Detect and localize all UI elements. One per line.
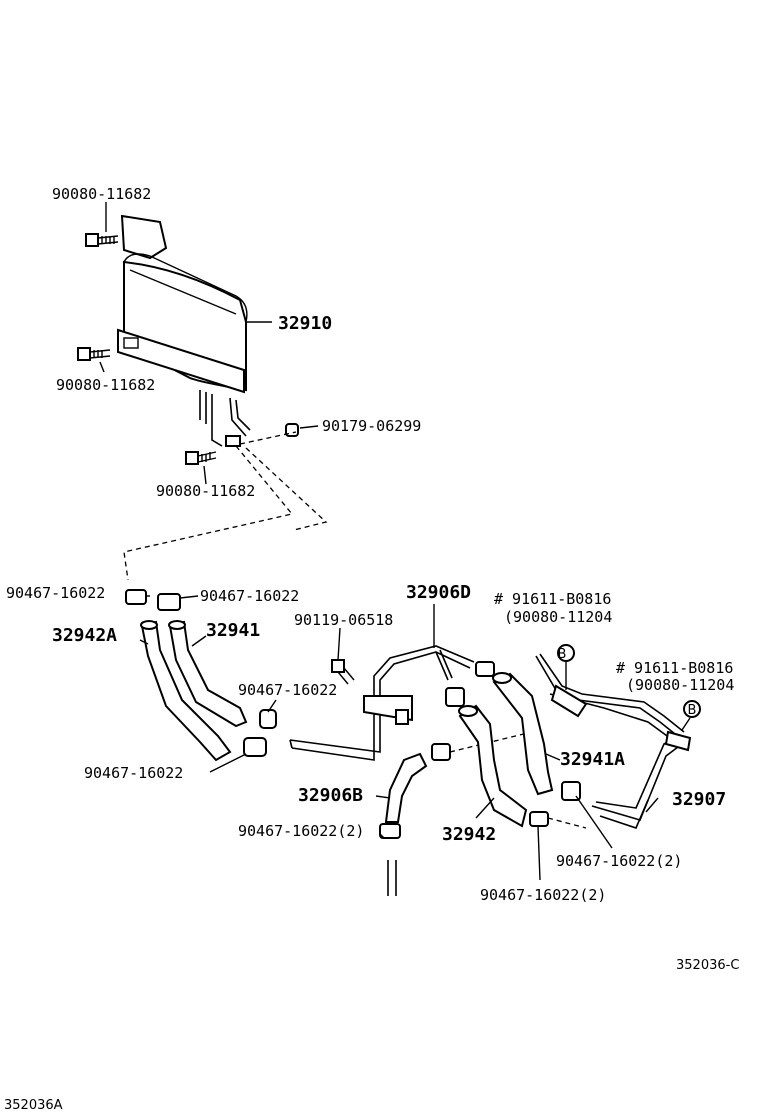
label-clamp-left-b: 90467-16022 bbox=[200, 587, 299, 605]
hose-32941A-icon bbox=[492, 672, 554, 796]
label-clamp-2-left: 90467-16022(2) bbox=[238, 822, 364, 840]
label-clamp-lower-left: 90467-16022 bbox=[84, 764, 183, 782]
clamp-tube-a-icon bbox=[475, 661, 495, 677]
tube-32906D-icon bbox=[289, 645, 475, 761]
label-bolt-bottom: 90080-11682 bbox=[156, 482, 255, 500]
clamp-tube-c-icon bbox=[431, 743, 451, 761]
clamp-left-b-icon bbox=[157, 593, 181, 611]
label-cooler: 32910 bbox=[278, 313, 332, 334]
label-tube-32906B: 32906B bbox=[298, 785, 363, 806]
clamp-32907-icon bbox=[561, 781, 581, 801]
label-page-code: 352036A bbox=[4, 1098, 63, 1112]
screw-icon bbox=[285, 423, 299, 437]
label-hose-32942: 32942 bbox=[442, 824, 496, 845]
label-bolt-mid: 90080-11682 bbox=[56, 376, 155, 394]
oil-cooler bbox=[117, 214, 251, 447]
hose-32941-icon bbox=[168, 620, 248, 728]
bolt-bottom-icon bbox=[185, 451, 217, 465]
label-part-91611-b: # 91611-B0816 bbox=[616, 659, 733, 677]
label-drawing-code: 352036-C bbox=[676, 958, 739, 973]
clamp-left-a-icon bbox=[125, 589, 147, 605]
label-clamp-2-right: 90467-16022(2) bbox=[556, 852, 682, 870]
label-part-91611-a: # 91611-B0816 bbox=[494, 590, 611, 608]
label-clamp-2-bottom: 90467-16022(2) bbox=[480, 886, 606, 904]
tube-32906B-icon bbox=[384, 752, 428, 823]
ref-B1-icon bbox=[557, 644, 575, 662]
label-tube-32907: 32907 bbox=[672, 789, 726, 810]
bolt-top-icon bbox=[85, 233, 119, 247]
ref-B2-icon bbox=[683, 700, 701, 718]
label-bolt-90119: 90119-06518 bbox=[294, 611, 393, 629]
label-clamp-left-a: 90467-16022 bbox=[6, 584, 105, 602]
hose-32942-icon bbox=[458, 704, 528, 828]
label-screw: 90179-06299 bbox=[322, 417, 421, 435]
clamp-mid-icon bbox=[259, 709, 277, 729]
label-bolt-top: 90080-11682 bbox=[52, 185, 151, 203]
label-hose-32941A: 32941A bbox=[560, 749, 625, 770]
label-part-90080-a: (90080-11204 bbox=[504, 608, 612, 626]
label-hose-32942A: 32942A bbox=[52, 625, 117, 646]
clamp-32942-icon bbox=[529, 811, 549, 827]
label-hose-32941: 32941 bbox=[206, 620, 260, 641]
label-tube-32906D: 32906D bbox=[406, 582, 471, 603]
clamp-32906B-icon bbox=[379, 823, 401, 839]
label-part-90080-b: (90080-11204 bbox=[626, 676, 734, 694]
bolt-mid-icon bbox=[77, 347, 111, 361]
clamp-tube-b-icon bbox=[445, 687, 465, 707]
tube-32907-icon bbox=[535, 653, 692, 829]
label-ref-B2: B bbox=[688, 703, 697, 718]
clamp-lower-left-icon bbox=[243, 737, 267, 757]
label-ref-B1: B bbox=[558, 647, 567, 662]
hose-32942A-icon bbox=[140, 620, 232, 762]
label-clamp-mid: 90467-16022 bbox=[238, 681, 337, 699]
bracket-icon bbox=[363, 695, 413, 725]
